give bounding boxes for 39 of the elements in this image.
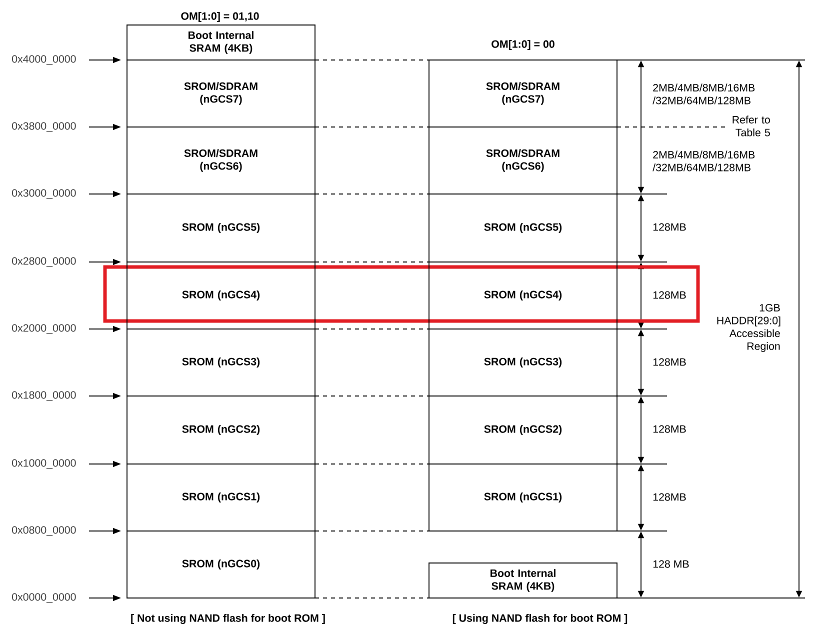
address-label: 0x3800_0000	[12, 122, 76, 132]
caption: [ Not using NAND flash for boot ROM ]	[131, 614, 325, 624]
address-label: 0x4000_0000	[12, 55, 76, 65]
size-label: 128MB	[653, 493, 686, 501]
memory-block: SROM/SDRAM (nGCS7)	[428, 60, 618, 128]
column-heading: OM[1:0] = 00	[492, 40, 554, 50]
memory-block: SROM (nGCS4)	[428, 262, 618, 330]
memory-block: SROM (nGCS5)	[126, 194, 316, 262]
memory-block: Boot Internal SRAM (4KB)	[428, 562, 618, 598]
memory-block: SROM (nGCS5)	[428, 194, 618, 262]
memory-block: SROM (nGCS3)	[428, 328, 618, 396]
size-label: 128MB	[653, 291, 686, 299]
caption: [ Using NAND flash for boot ROM ]	[452, 614, 628, 624]
size-label: 128MB	[653, 223, 686, 231]
memory-block: SROM/SDRAM (nGCS6)	[428, 126, 618, 194]
memory-block: SROM (nGCS0)	[126, 530, 316, 598]
memory-block: Boot Internal SRAM (4KB)	[126, 24, 316, 60]
region-label: 1GB HADDR[29:0] Accessible Region	[717, 304, 780, 352]
address-label: 0x2800_0000	[12, 257, 76, 267]
memory-block: SROM (nGCS3)	[126, 328, 316, 396]
address-label: 0x3000_0000	[12, 189, 76, 199]
size-label: 128MB	[653, 425, 686, 433]
address-label: 0x1000_0000	[12, 459, 76, 469]
memory-block: SROM (nGCS2)	[428, 396, 618, 464]
address-label: 0x1800_0000	[12, 391, 76, 401]
size-label: 128 MB	[653, 560, 689, 568]
memory-block: SROM/SDRAM (nGCS7)	[126, 60, 316, 128]
address-label: 0x2000_0000	[12, 324, 76, 334]
size-label: 2MB/4MB/8MB/16MB /32MB/64MB/128MB	[652, 84, 755, 104]
note-text: Refer to Table 5	[732, 116, 770, 136]
size-label: 128MB	[653, 358, 686, 366]
address-label: 0x0800_0000	[12, 526, 76, 536]
memory-block: SROM (nGCS1)	[126, 464, 316, 532]
memory-block: SROM (nGCS2)	[126, 396, 316, 464]
address-label: 0x0000_0000	[12, 593, 76, 603]
size-label: 2MB/4MB/8MB/16MB /32MB/64MB/128MB	[652, 150, 755, 172]
memory-block: SROM (nGCS4)	[126, 262, 316, 330]
memory-block: SROM (nGCS1)	[428, 464, 618, 532]
memory-block: SROM/SDRAM (nGCS6)	[126, 126, 316, 194]
